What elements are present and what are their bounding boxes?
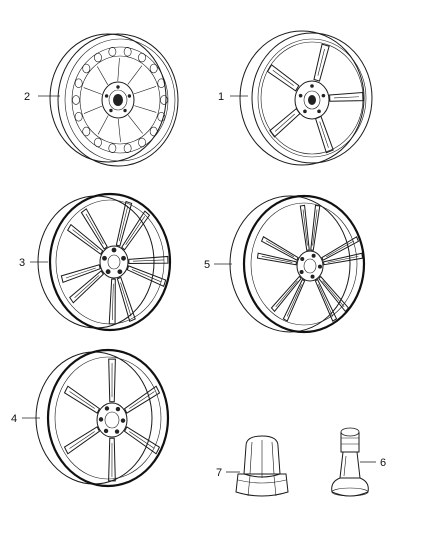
five-spoke-wheel-a: [239, 30, 373, 166]
double-spoke-wheel: [229, 194, 366, 334]
six-spoke-wheel: [35, 348, 170, 488]
lug-nut: [235, 435, 289, 497]
callout-5: 5: [204, 259, 210, 271]
callout-4: 4: [11, 413, 17, 425]
callout-6: 6: [380, 457, 386, 469]
callout-1: 1: [218, 91, 224, 103]
steel-wheel: [49, 33, 179, 167]
callout-7: 7: [216, 467, 222, 479]
callout-3: 3: [19, 257, 25, 269]
valve-stem: [331, 427, 369, 497]
callout-2: 2: [24, 91, 30, 103]
split-spoke-wheel: [37, 192, 172, 332]
